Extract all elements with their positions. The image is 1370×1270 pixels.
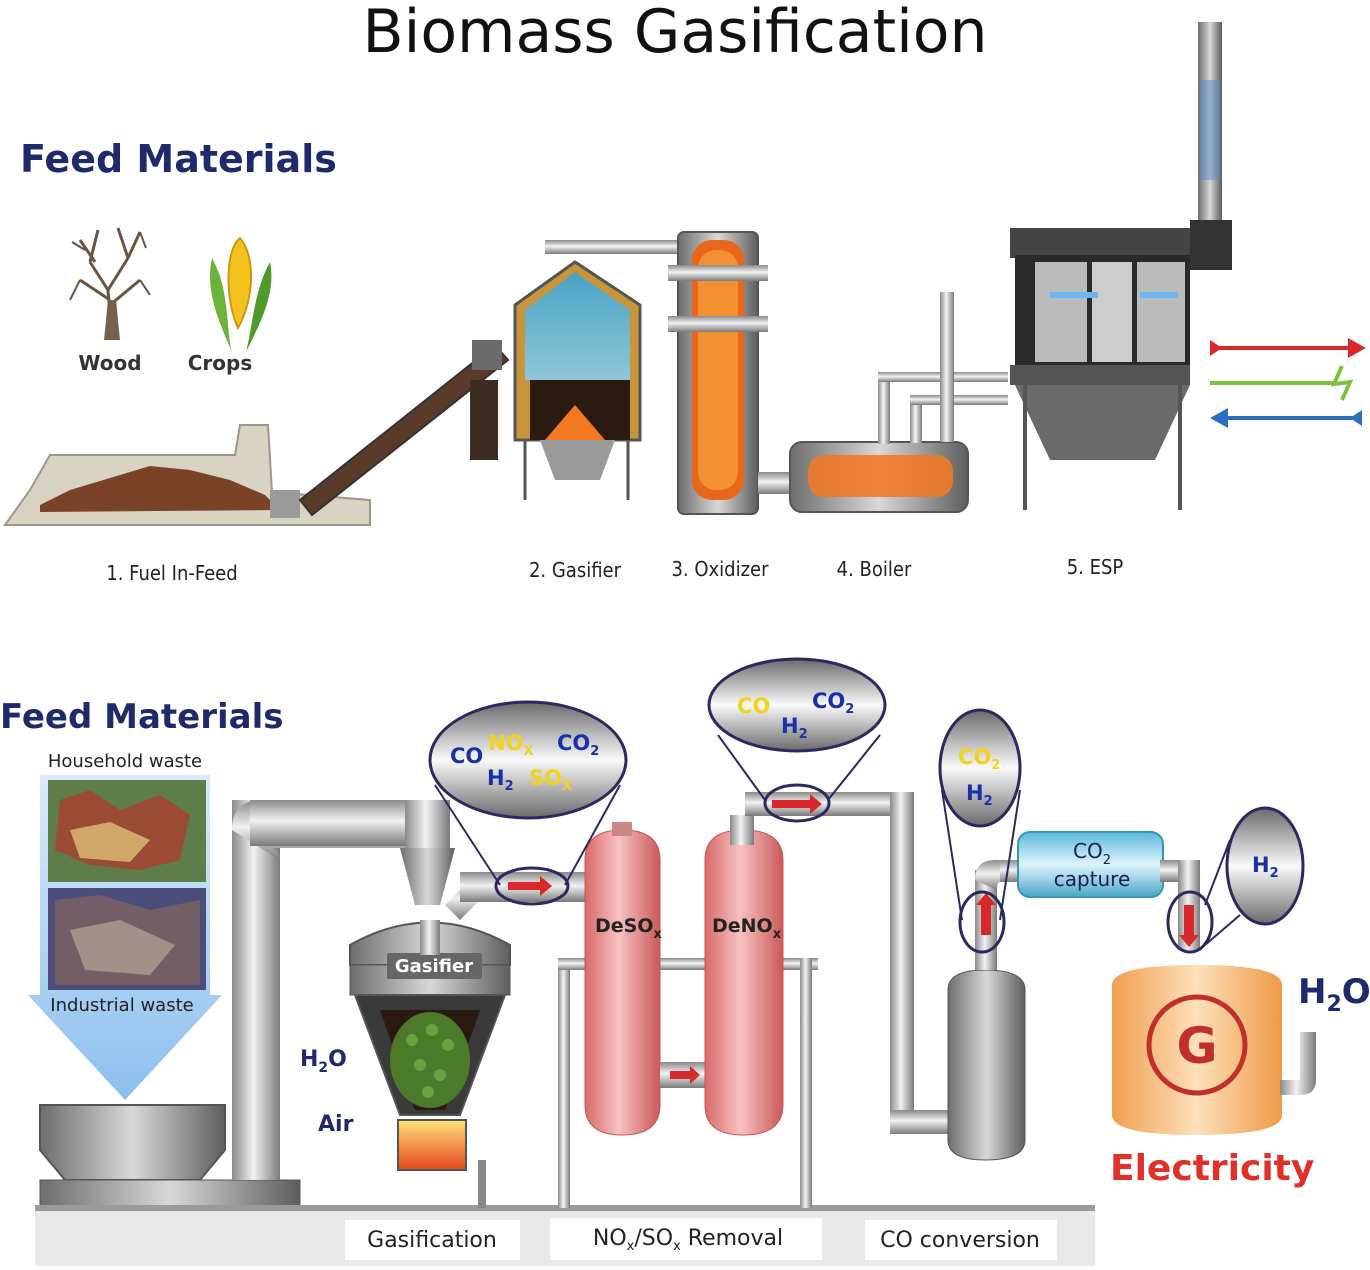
wood-label: Wood (78, 351, 141, 375)
top-feed-heading: Feed Materials (20, 137, 337, 181)
crops-label: Crops (188, 351, 253, 375)
top-boiler (758, 292, 1008, 513)
removal-stage-label: NOx/SOx Removal (593, 1226, 783, 1254)
feed-pipe (232, 800, 455, 1180)
gasifier-label: Gasifier (395, 956, 473, 977)
air-input-label: Air (318, 1112, 354, 1137)
co-conversion-stage-label: CO conversion (880, 1228, 1040, 1253)
desox-vessel (584, 822, 661, 1136)
cooling-arrow-icon (1210, 408, 1362, 428)
generator-icon: G (1176, 1017, 1217, 1075)
corn-icon (210, 236, 272, 352)
co-conversion-label-box (865, 1220, 1057, 1260)
bubble2-h2: H2 (781, 714, 808, 742)
co2-capture-label-line2: capture (1054, 867, 1131, 891)
bubble1-co: CO (450, 744, 483, 768)
denox-label: DeNOx (712, 915, 782, 942)
top-esp (1010, 22, 1232, 510)
desox-denox-link (660, 1062, 710, 1088)
gasification-stage-label: Gasification (367, 1228, 497, 1253)
co-conversion-vessel (947, 860, 1026, 1161)
stage-label-fuel-in-feed: 1. Fuel In-Feed (106, 561, 237, 585)
top-gasifier (513, 240, 685, 500)
waste-feed-arrow (28, 775, 222, 1100)
bubble3-co2: CO2 (958, 745, 1000, 773)
denox-vessel (704, 829, 784, 1136)
bubble1-sox: SOX (529, 766, 572, 794)
gasification-label-box (345, 1220, 520, 1260)
generator-unit (1112, 965, 1316, 1135)
stage-label-esp: 5. ESP (1067, 555, 1124, 579)
diagram-title: Biomass Gasification (362, 0, 987, 67)
bubble1-h2: H2 (487, 766, 514, 794)
feed-hopper (39, 1104, 301, 1209)
gas-composition-bubble-4 (1166, 806, 1305, 954)
gasifier-to-desox-pipe (445, 872, 600, 920)
stage-label-oxidizer: 3. Oxidizer (671, 557, 769, 581)
electricity-arrow-icon (1210, 365, 1354, 401)
gas-composition-bubble-3 (938, 708, 1022, 954)
heat-arrow-icon (1210, 338, 1366, 358)
industrial-waste-label: Industrial waste (50, 995, 193, 1016)
bottom-gasifier (349, 920, 511, 1171)
stage-label-gasifier: 2. Gasifier (529, 558, 622, 582)
top-oxidizer (668, 231, 768, 515)
bubble1-nox: NOX (488, 731, 533, 759)
desox-label: DeSOx (595, 915, 663, 942)
tree-icon (69, 227, 151, 341)
bubble2-co: CO (737, 694, 770, 718)
electricity-label: Electricity (1110, 1148, 1314, 1189)
bottom-feed-heading: Feed Materials (0, 697, 284, 737)
removal-label-box (550, 1218, 822, 1260)
h2o-output-label: H2O (1298, 972, 1370, 1017)
bubble1-co2: CO2 (557, 731, 599, 759)
gas-composition-bubble-2 (707, 657, 887, 823)
gas-composition-bubble-1 (428, 700, 628, 906)
fuel-in-feed-unit (3, 340, 510, 526)
bubble3-h2: H2 (966, 781, 993, 809)
household-waste-label: Household waste (48, 751, 202, 772)
bubble2-co2: CO2 (812, 689, 854, 717)
h2o-input-label: H2O (300, 1047, 347, 1076)
co2-capture-label-line1: CO2 (1073, 839, 1111, 868)
bubble4-h2: H2 (1252, 853, 1279, 881)
co2-capture-unit (1000, 831, 1200, 950)
stage-label-boiler: 4. Boiler (837, 557, 912, 581)
